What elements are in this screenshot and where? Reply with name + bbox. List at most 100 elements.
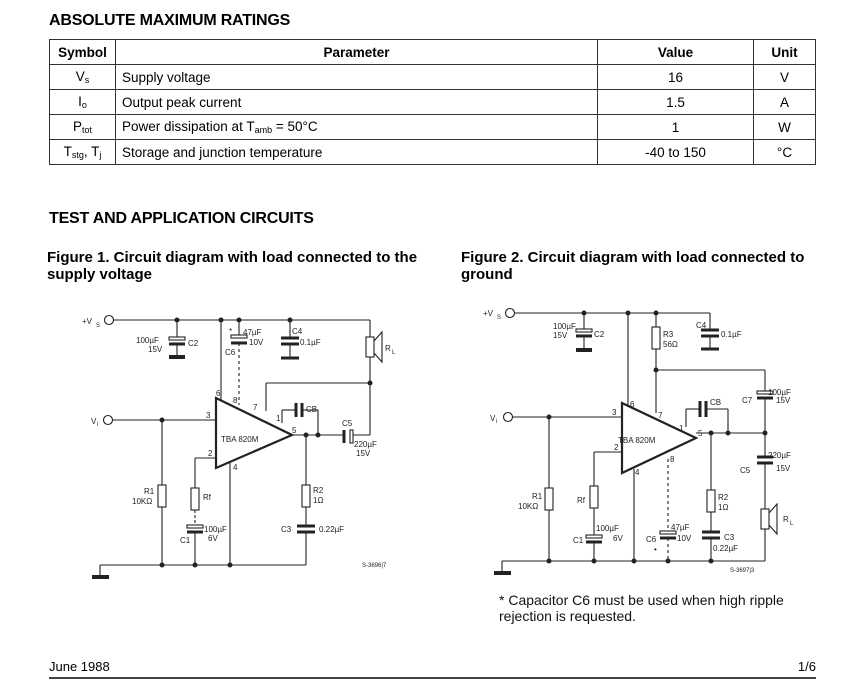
symbol-subscript: stg — [71, 150, 84, 160]
label-c4-value: 0.1µF — [721, 330, 742, 339]
figure1-title: Figure 1. Circuit diagram with load conn… — [47, 249, 418, 283]
label-r1-value: 10KΩ — [132, 497, 152, 506]
label-pin3: 3 — [612, 408, 617, 417]
label-c1-value: 100µF — [596, 524, 619, 533]
symbol-subscript: s — [84, 75, 90, 85]
label-vi: V — [91, 417, 97, 426]
label-c5-value: 220µF — [354, 440, 377, 449]
label-rl-sub: L — [790, 521, 794, 527]
table-row: Io Output peak current 1.5 A — [49, 89, 816, 115]
parameter-text: Power dissipation at T — [122, 119, 255, 134]
label-rf: Rf — [203, 493, 212, 502]
symbol-tail: , T — [83, 144, 100, 159]
label-drawing-ref: S-3696|7 — [362, 563, 387, 569]
value-cell: -40 to 150 — [597, 139, 754, 165]
label-ic: TBA 820M — [221, 435, 259, 444]
ic-amplifier-triangle — [620, 401, 699, 475]
value-cell: 16 — [597, 64, 754, 90]
label-c5-voltage: 15V — [356, 449, 371, 458]
r1-resistor — [544, 487, 554, 511]
section-heading-test-circuits: TEST AND APPLICATION CIRCUITS — [49, 210, 314, 227]
label-pin5: 5 — [292, 426, 297, 435]
label-drawing-ref: S-3697|3 — [730, 568, 755, 574]
symbol-cell: Tstg, Tj — [49, 139, 116, 165]
parameter-tail: = 50°C — [272, 119, 318, 134]
c2-plate-plus — [168, 336, 186, 341]
symbol: T — [63, 144, 72, 159]
ic-amplifier-triangle — [214, 396, 295, 470]
rf-resistor — [589, 485, 599, 509]
label-r2-value: 1Ω — [718, 503, 728, 512]
symbol-cell: Io — [49, 89, 116, 115]
label-c6-star: • — [654, 545, 657, 554]
absolute-max-ratings-table: Symbol Parameter Value Unit Vs Supply vo… — [49, 39, 816, 165]
figure2-footnote: * Capacitor C6 must be used when high ri… — [499, 592, 784, 624]
label-c3-value: 0.22µF — [713, 544, 738, 553]
label-c5: C5 — [342, 419, 353, 428]
symbol-subscript: o — [81, 100, 87, 110]
label-c1: C1 — [180, 536, 191, 545]
label-pin6: 6 — [216, 389, 221, 398]
label-vi-sub: i — [97, 422, 98, 428]
label-c1-value: 100µF — [204, 525, 227, 534]
label-c5-voltage: 15V — [776, 464, 791, 473]
label-pin1: 1 — [276, 414, 281, 423]
symbol-subscript-2: j — [99, 150, 102, 160]
label-r3: R3 — [663, 330, 674, 339]
label-c2: C2 — [188, 339, 199, 348]
label-c3: C3 — [281, 525, 292, 534]
label-c7-value: 100µF — [768, 388, 791, 397]
parameter-subscript: amb — [254, 125, 273, 135]
label-c7: C7 — [742, 396, 753, 405]
header-value: Value — [597, 39, 754, 65]
label-ic: TBA 820M — [618, 436, 656, 445]
label-c3: C3 — [724, 533, 735, 542]
label-pin3: 3 — [206, 411, 211, 420]
parameter-cell: Storage and junction temperature — [115, 139, 598, 165]
label-cb: CB — [710, 398, 721, 407]
label-pin7: 7 — [658, 411, 663, 420]
label-r2-value: 1Ω — [313, 496, 323, 505]
rl-speaker-coil — [365, 336, 375, 358]
vi-terminal — [102, 414, 114, 426]
label-c2: C2 — [594, 330, 605, 339]
label-c6: C6 — [646, 535, 657, 544]
label-pin5: 5 — [698, 429, 703, 438]
label-pin2: 2 — [208, 449, 213, 458]
parameter-cell: Output peak current — [115, 89, 598, 115]
r1-resistor — [157, 484, 167, 508]
symbol-cell: Ptot — [49, 114, 116, 140]
rf-resistor — [190, 487, 200, 511]
label-c6-star: * — [229, 327, 232, 336]
label-cb: CB — [306, 405, 317, 414]
header-unit: Unit — [753, 39, 816, 65]
label-c6: C6 — [225, 348, 236, 357]
label-vi: V — [490, 414, 496, 423]
label-rl: R — [385, 344, 391, 353]
unit-cell: W — [753, 114, 816, 140]
label-r3-value: 56Ω — [663, 340, 678, 349]
figure2-circuit-diagram: +V S V i 100µF 15V C2 R3 56Ω C4 0.1µF CB… — [483, 307, 794, 575]
rl-speaker-coil — [760, 508, 770, 530]
table-row: Ptot Power dissipation at Tamb = 50°C 1 … — [49, 114, 816, 140]
vs-terminal — [103, 314, 115, 326]
label-c1-voltage: 6V — [613, 534, 623, 543]
vs-terminal — [504, 307, 516, 319]
label-vs-sub: S — [96, 323, 100, 329]
label-pin1: 1 — [679, 424, 684, 433]
figure2-title: Figure 2. Circuit diagram with load conn… — [461, 249, 805, 283]
symbol-cell: Vs — [49, 64, 116, 90]
label-c1-voltage: 6V — [208, 534, 218, 543]
label-c6-value: 47µF — [671, 523, 690, 532]
label-r1: R1 — [144, 487, 155, 496]
parameter-cell: Power dissipation at Tamb = 50°C — [115, 114, 598, 140]
label-vs-sub: S — [497, 315, 501, 321]
label-pin6: 6 — [630, 400, 635, 409]
footer-divider — [49, 677, 816, 679]
table-row: Tstg, Tj Storage and junction temperatur… — [49, 139, 816, 165]
label-c1: C1 — [573, 536, 584, 545]
label-c4-value: 0.1µF — [300, 338, 321, 347]
rl-speaker-cone — [373, 330, 383, 364]
label-c5: C5 — [740, 466, 751, 475]
header-symbol: Symbol — [49, 39, 116, 65]
